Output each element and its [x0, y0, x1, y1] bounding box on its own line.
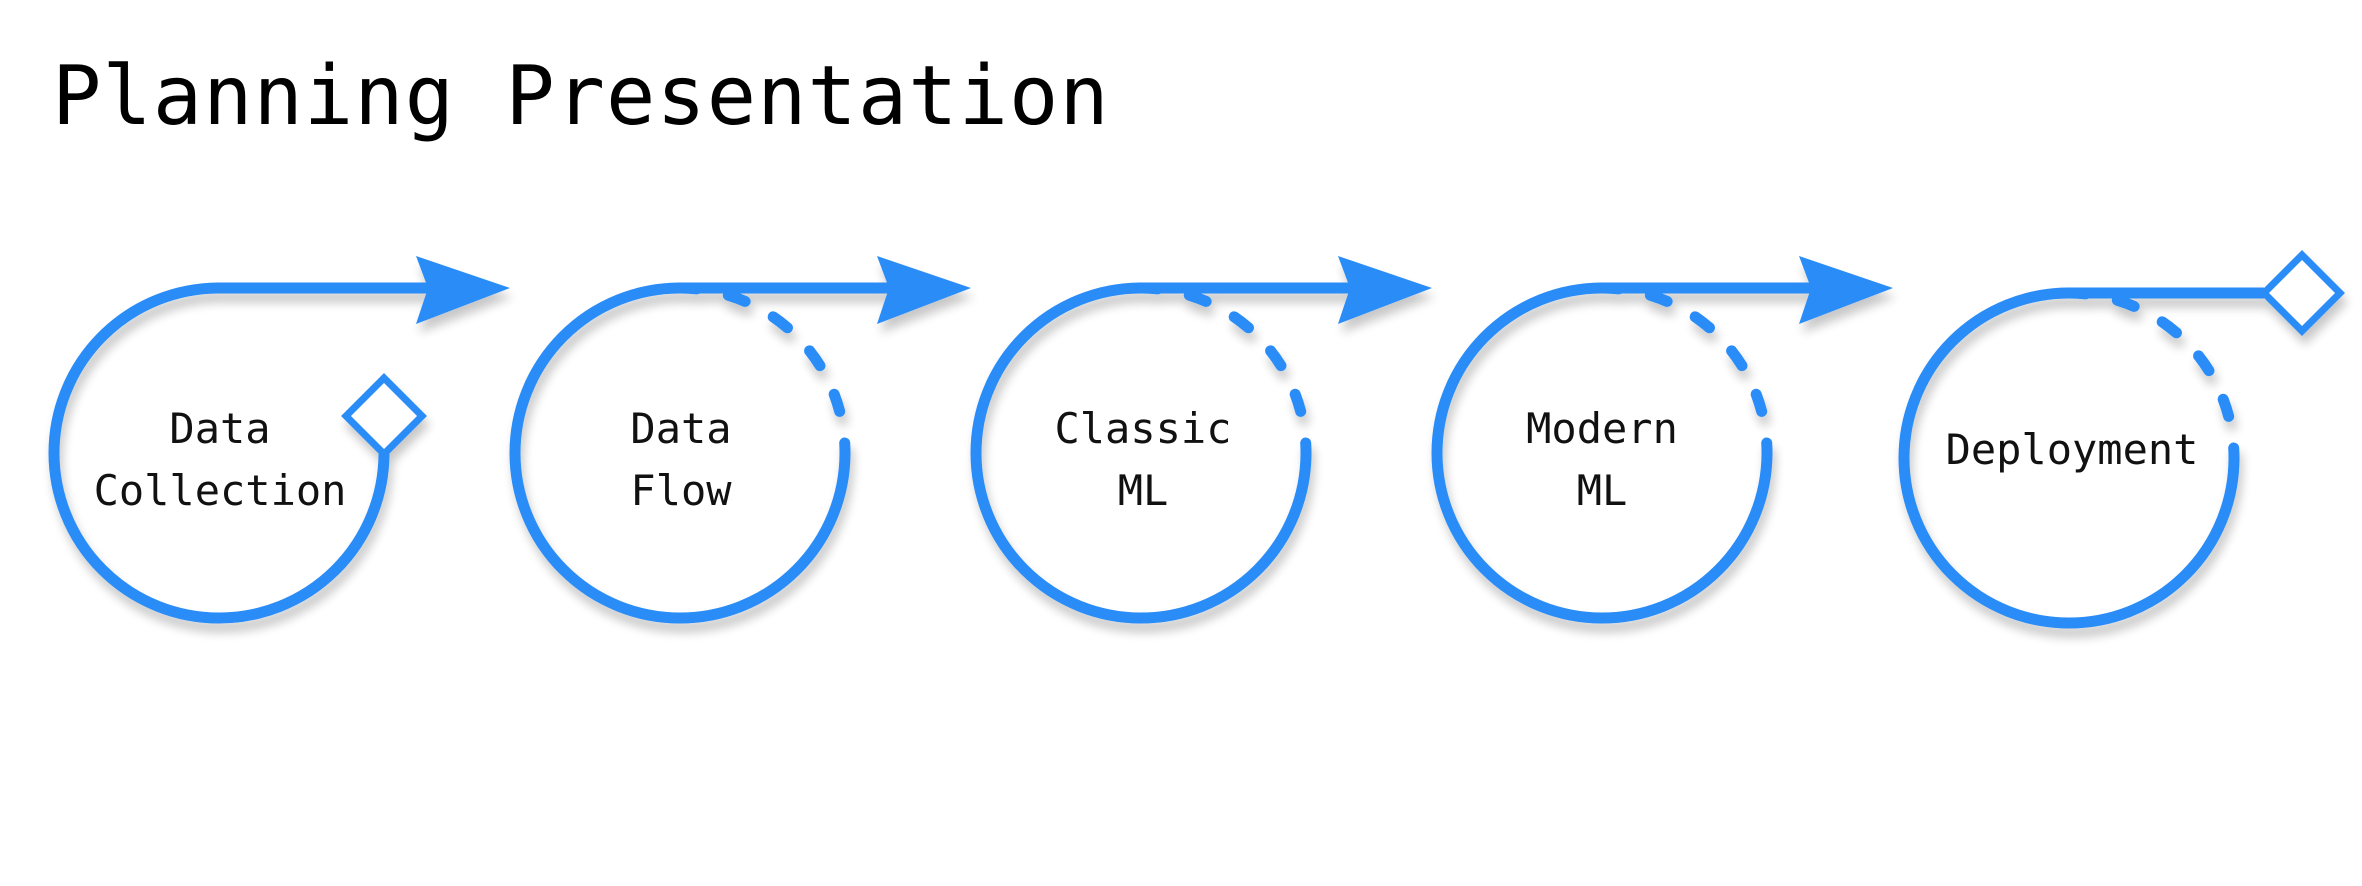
stage-label-line1: Classic: [1054, 404, 1231, 453]
stage-label-line2: Flow: [630, 466, 732, 515]
arrow-head-icon: [1338, 256, 1432, 324]
diamond-marker-icon: [2259, 250, 2345, 336]
stage-label-line1: Data: [630, 404, 731, 453]
stage-label-line1: Data: [169, 404, 270, 453]
slide-title: Planning Presentation: [52, 49, 1110, 144]
stage-label-line1: Deployment: [1946, 425, 2199, 474]
stage-label-line1: Modern: [1526, 404, 1678, 453]
arrow-head-icon: [1799, 256, 1893, 324]
stage-cycle-arc: [1431, 282, 1773, 624]
stage-cycle-arc: [970, 282, 1312, 624]
stage-cycle-arc: [48, 282, 390, 624]
stage-deployment: [1898, 250, 2345, 629]
arrow-head-icon: [877, 256, 971, 324]
stage-cycle-arc: [1898, 287, 2240, 629]
stage-label-line2: Collection: [94, 466, 347, 515]
stage-data-collection: [48, 256, 510, 624]
stage-label-line2: ML: [1577, 466, 1628, 515]
stage-label-line2: ML: [1118, 466, 1169, 515]
arrow-head-icon: [416, 256, 510, 324]
stage-modern-ml: [1431, 256, 1893, 624]
diamond-marker-icon: [341, 373, 427, 459]
stage-classic-ml: [970, 256, 1432, 624]
stage-cycle-arc: [509, 282, 851, 624]
stage-data-flow: [509, 256, 971, 624]
